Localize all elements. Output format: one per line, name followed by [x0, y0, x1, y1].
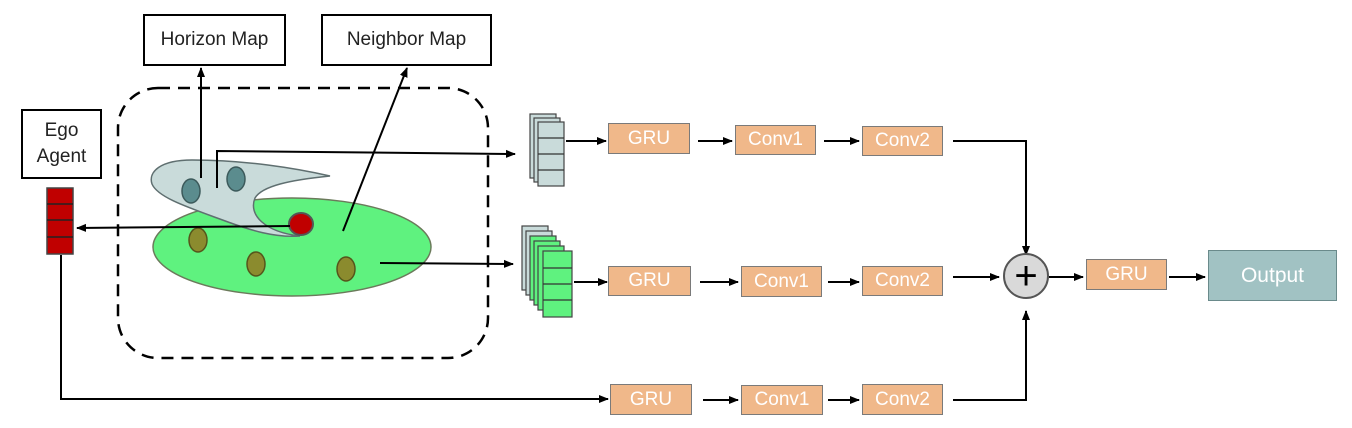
- bottom-conv1-block: Conv1: [741, 385, 823, 415]
- horizon-map-label: Horizon Map: [160, 29, 269, 50]
- neighbor-map-label: Neighbor Map: [346, 29, 467, 50]
- arrow-neighbor-features: [379, 259, 514, 268]
- middle-conv2-block: Conv2: [862, 266, 943, 296]
- arrow-ego-to-bottom-gru: [60, 255, 609, 403]
- bottom-gru-label: GRU: [629, 388, 673, 410]
- arrow-horizon-features: [216, 149, 516, 188]
- arrow-top-to-merge: [953, 140, 1030, 256]
- ego-agent-label-line2: Agent: [36, 146, 87, 167]
- neighbor-agent-3: [336, 256, 356, 282]
- top-gru-block: GRU: [608, 123, 690, 154]
- scene-dashed-border: [116, 86, 490, 360]
- neighbor-agent-1: [188, 227, 208, 253]
- output-label: Output: [1240, 263, 1305, 287]
- horizon-feature-stack: [529, 113, 565, 187]
- top-conv2-label: Conv2: [875, 130, 930, 151]
- arrow-to-neighbor-map: [342, 67, 408, 232]
- merge-node: [1003, 253, 1049, 299]
- merge-gru-block: GRU: [1086, 259, 1167, 290]
- top-gru-label: GRU: [627, 127, 671, 149]
- top-conv1-block: Conv1: [735, 125, 816, 155]
- neighbor-map-box: Neighbor Map: [321, 14, 492, 66]
- horizon-agent-1: [181, 178, 201, 204]
- top-conv1-label: Conv1: [748, 129, 803, 150]
- arrow-to-ego-agent: [76, 223, 291, 232]
- middle-gru-label: GRU: [628, 270, 671, 291]
- ego-vehicle: [288, 212, 314, 236]
- output-block: Output: [1208, 250, 1337, 301]
- middle-gru-block: GRU: [608, 266, 691, 296]
- neighbor-agent-2: [246, 251, 266, 277]
- ego-agent-label-line1: Ego: [44, 120, 79, 141]
- bottom-conv2-label: Conv2: [875, 388, 930, 410]
- ego-agent-box: Ego Agent: [21, 109, 102, 179]
- neighbor-feature-stack: [521, 225, 573, 318]
- bottom-gru-block: GRU: [610, 384, 692, 415]
- horizon-agent-2: [226, 166, 246, 192]
- bottom-conv2-block: Conv2: [862, 384, 943, 415]
- merge-plus-symbol: +: [1014, 254, 1037, 298]
- ego-agent-stack: [46, 187, 74, 255]
- horizon-region: [150, 159, 331, 238]
- bottom-conv1-label: Conv1: [754, 389, 810, 410]
- middle-conv1-label: Conv1: [754, 270, 809, 292]
- top-conv2-block: Conv2: [862, 126, 943, 156]
- neighbor-region: [152, 197, 432, 297]
- horizon-map-box: Horizon Map: [143, 14, 286, 66]
- arrow-bottom-to-merge: [953, 310, 1030, 401]
- middle-conv2-label: Conv2: [875, 270, 930, 291]
- merge-gru-label: GRU: [1105, 263, 1148, 285]
- middle-conv1-block: Conv1: [741, 266, 822, 297]
